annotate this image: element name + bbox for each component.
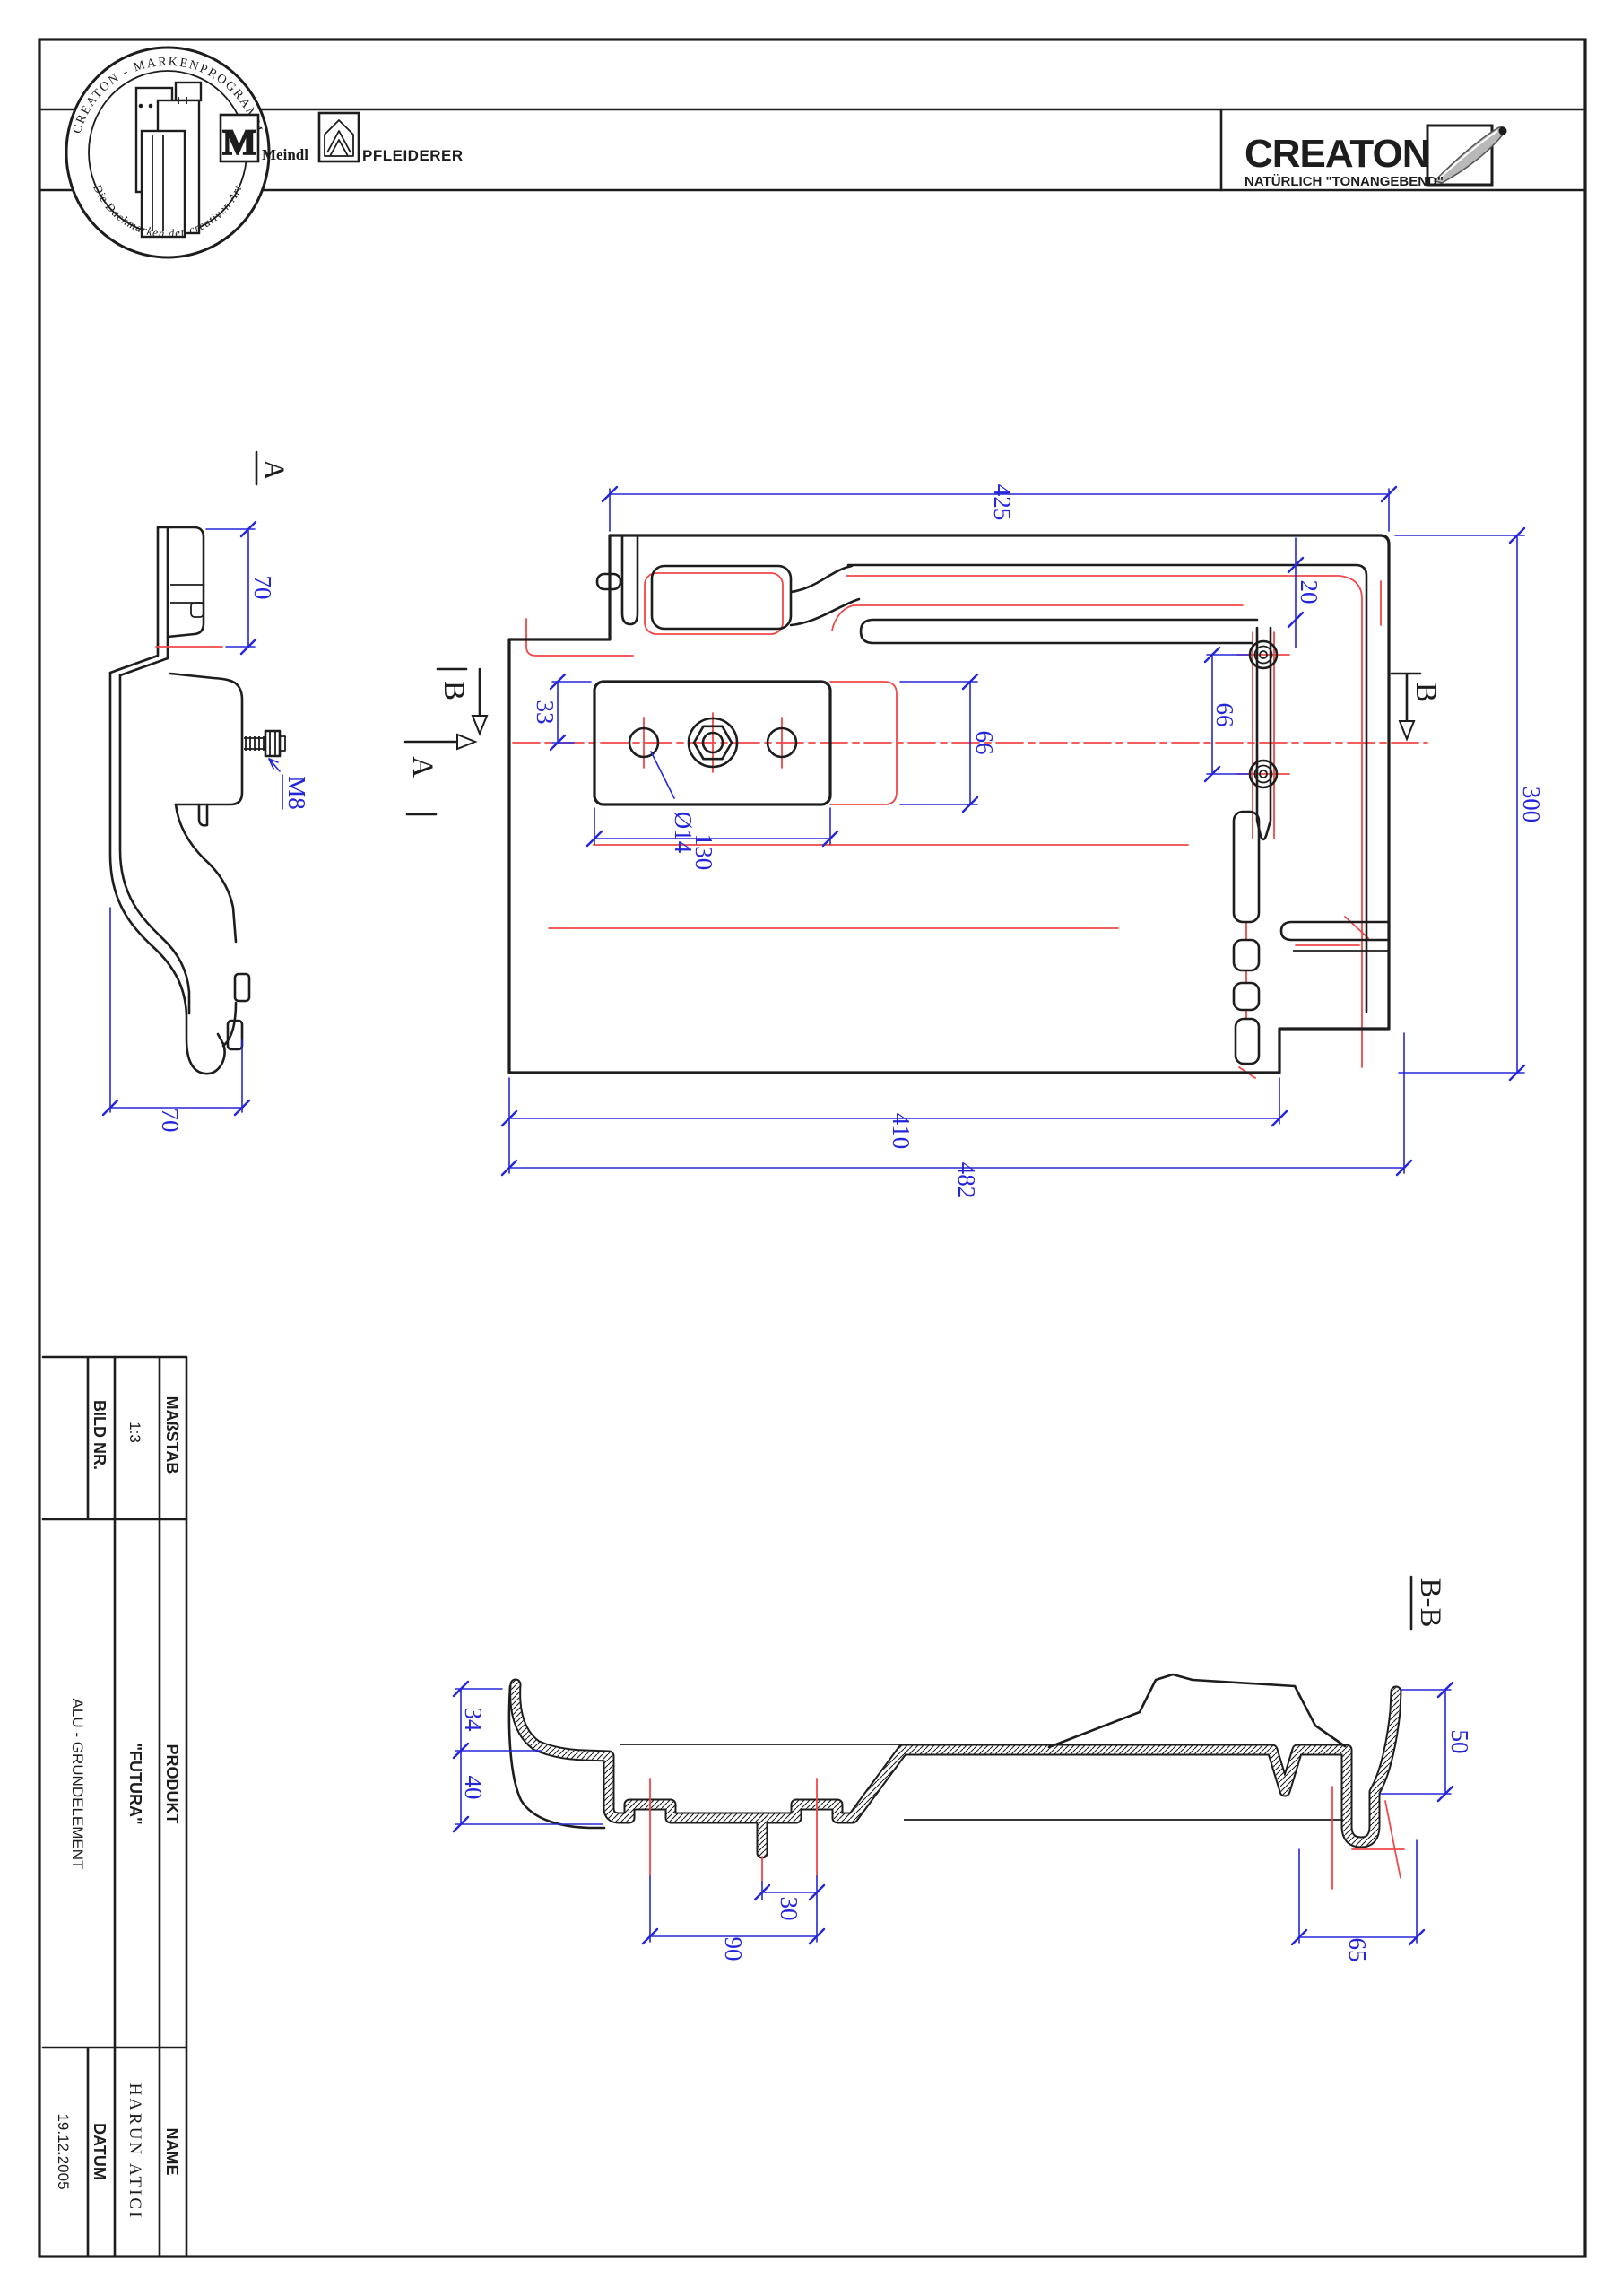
- registered-dot-icon: [1498, 126, 1507, 135]
- dim-65: 65: [1344, 1938, 1371, 1962]
- fixing-plate: [593, 639, 1279, 806]
- plan-dimensions: 425 20 66 300 33 Ø14 130 66 410: [500, 484, 1545, 1199]
- meindl-monogram-icon: M: [222, 122, 256, 162]
- roof-tile-graphic-icon: [134, 81, 203, 239]
- meindl-box-icon: [219, 113, 260, 163]
- view-label-b-b: B-B: [1414, 1578, 1446, 1627]
- plan-centerlines: [512, 572, 1428, 1079]
- view-label-a: A: [257, 459, 290, 481]
- pfleiderer-chevron-icon: [324, 119, 354, 157]
- creaton-logo: CREATON NATÜRLICH "TONANGEBEND": [1245, 124, 1507, 189]
- scale-value: 1:3: [126, 1422, 143, 1443]
- pfleiderer-logo: PFLEIDERER: [317, 111, 464, 164]
- dim-66-rivets: 66: [1211, 703, 1238, 727]
- dim-70-head: 70: [249, 576, 276, 600]
- creaton-square-icon: [1426, 124, 1494, 187]
- section-b-arrow-icon: [471, 715, 489, 736]
- scale-label: MAßSTAB: [163, 1396, 181, 1474]
- dim-50: 50: [1446, 1730, 1473, 1754]
- section-label-b-right: B: [1409, 683, 1442, 702]
- dim-hole-dia: Ø14: [670, 812, 697, 854]
- section-label-a-left: A: [406, 756, 438, 778]
- picture-no-label: BILD NR.: [91, 1400, 108, 1470]
- m8-stud: [244, 729, 286, 758]
- page-border: [38, 38, 1587, 2258]
- dim-90: 90: [720, 1937, 747, 1961]
- dim-130: 130: [690, 834, 717, 871]
- section-b-dimensions: 34 40 50 65 30 90 B-B: [452, 1575, 1473, 1962]
- section-b-arrow-right-icon: [1398, 720, 1416, 742]
- product-label: PRODUKT: [163, 1744, 181, 1824]
- dim-33: 33: [532, 700, 559, 725]
- section-b-profile: [507, 1673, 1405, 1890]
- dim-20: 20: [1296, 580, 1323, 604]
- header-band: CREATON - MARKENPROGRAMM Die Dachmarken …: [38, 46, 1587, 259]
- dim-30: 30: [776, 1897, 802, 1921]
- product-value: "FUTURA": [126, 1743, 144, 1824]
- section-b-view: 34 40 50 65 30 90 B-B: [452, 1575, 1473, 1962]
- section-a-dimensions: 70 M8 70 A: [101, 450, 310, 1133]
- section-a-arrow-icon: [456, 733, 478, 751]
- thread-label-m8: M8: [283, 776, 310, 810]
- dim-425: 425: [989, 484, 1016, 521]
- dim-70-foot: 70: [157, 1109, 184, 1133]
- dim-482: 482: [953, 1162, 980, 1199]
- dim-410: 410: [888, 1113, 915, 1150]
- title-block: MAßSTAB 1:3 BILD NR. PRODUKT "FUTURA" AL…: [41, 1355, 188, 2258]
- date-value: 19.12.2005: [55, 2113, 72, 2189]
- pfleiderer-label: PFLEIDERER: [362, 147, 464, 164]
- side-profile: [108, 526, 286, 1075]
- date-label: DATUM: [91, 2123, 108, 2180]
- meindl-label: Meindl: [262, 146, 308, 163]
- meindl-logo: M Meindl: [219, 113, 308, 163]
- creaton-tagline: NATÜRLICH "TONANGEBEND": [1245, 174, 1444, 189]
- dim-34: 34: [460, 1708, 487, 1733]
- feather-highlight-icon: [1437, 130, 1498, 180]
- plan-view: 425 20 66 300 33 Ø14 130 66 410: [403, 484, 1545, 1199]
- plan-outline: [507, 534, 1391, 1074]
- feather-icon: [1433, 126, 1505, 184]
- dim-66-plate: 66: [971, 731, 998, 755]
- creaton-brand: CREATON: [1245, 132, 1430, 176]
- name-label: NAME: [163, 2128, 181, 2176]
- dim-300: 300: [1518, 787, 1545, 823]
- section-a-view: 70 M8 70 A: [101, 450, 310, 1133]
- section-arrows: B A B: [403, 667, 1442, 816]
- section-label-b-left: B: [438, 681, 470, 700]
- name-value: HARUN ATICI: [126, 2083, 144, 2221]
- product-name: ALU - GRUNDELEMENT: [69, 1699, 86, 1870]
- dim-40: 40: [460, 1776, 487, 1800]
